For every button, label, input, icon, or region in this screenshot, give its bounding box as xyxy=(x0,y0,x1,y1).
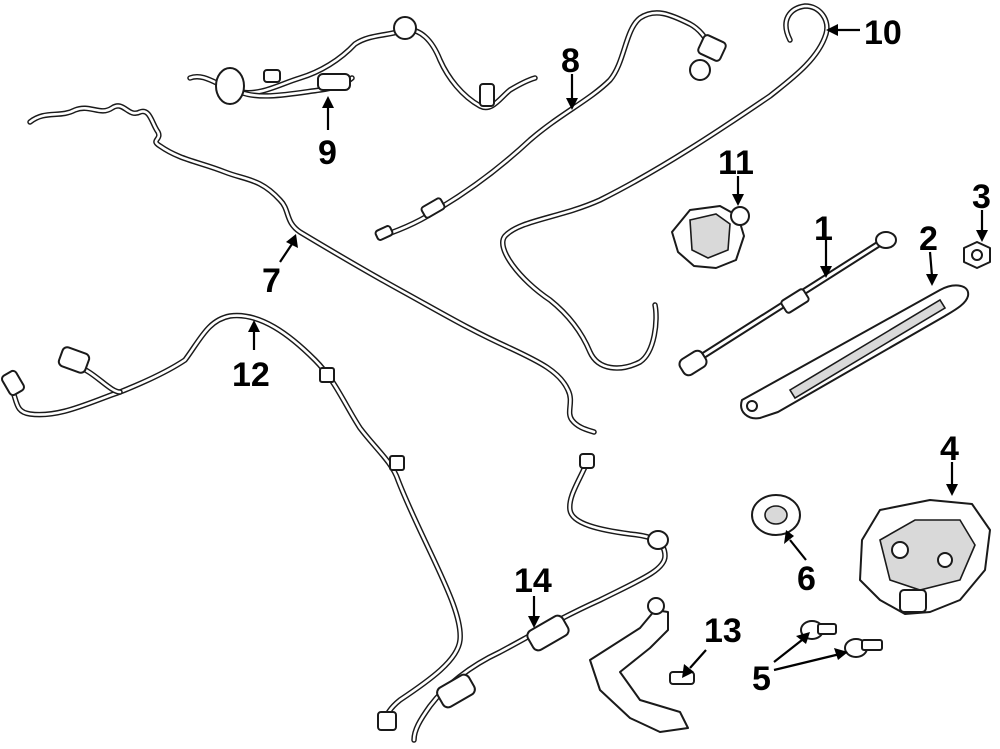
part-9-wiring-harness xyxy=(187,16,538,111)
part-5-bolts xyxy=(800,620,883,658)
part-14-washer-hose xyxy=(411,453,669,743)
part-12-wiring-harness xyxy=(1,312,463,731)
callout-2: 2 xyxy=(919,220,938,258)
callout-13: 13 xyxy=(704,612,742,650)
callout-11: 11 xyxy=(718,144,754,182)
callout-14: 14 xyxy=(514,562,552,600)
part-2-wiper-arm xyxy=(740,284,970,420)
part-4-wiper-motor xyxy=(859,499,991,615)
part-6-grommet xyxy=(751,494,801,536)
part-13-washer-nozzle xyxy=(589,597,695,733)
part-1-rod xyxy=(678,231,897,377)
callout-4: 4 xyxy=(940,430,959,468)
part-11-bracket xyxy=(671,205,750,269)
callout-labels: 1 2 3 4 5 6 7 8 9 10 11 12 13 14 xyxy=(232,14,991,698)
callout-10: 10 xyxy=(864,14,902,52)
part-10-washer-hose xyxy=(500,3,830,371)
callout-1: 1 xyxy=(814,210,833,248)
callout-8: 8 xyxy=(561,42,580,80)
callout-12: 12 xyxy=(232,356,270,394)
leader-lines xyxy=(248,24,988,678)
callout-3: 3 xyxy=(972,178,991,216)
callout-9: 9 xyxy=(318,134,337,172)
callout-7: 7 xyxy=(262,262,281,300)
callout-6: 6 xyxy=(797,560,816,598)
callout-5: 5 xyxy=(752,660,771,698)
part-7-washer-hose xyxy=(27,103,597,435)
part-3-nut xyxy=(963,241,991,269)
part-8-washer-hose xyxy=(374,10,727,241)
